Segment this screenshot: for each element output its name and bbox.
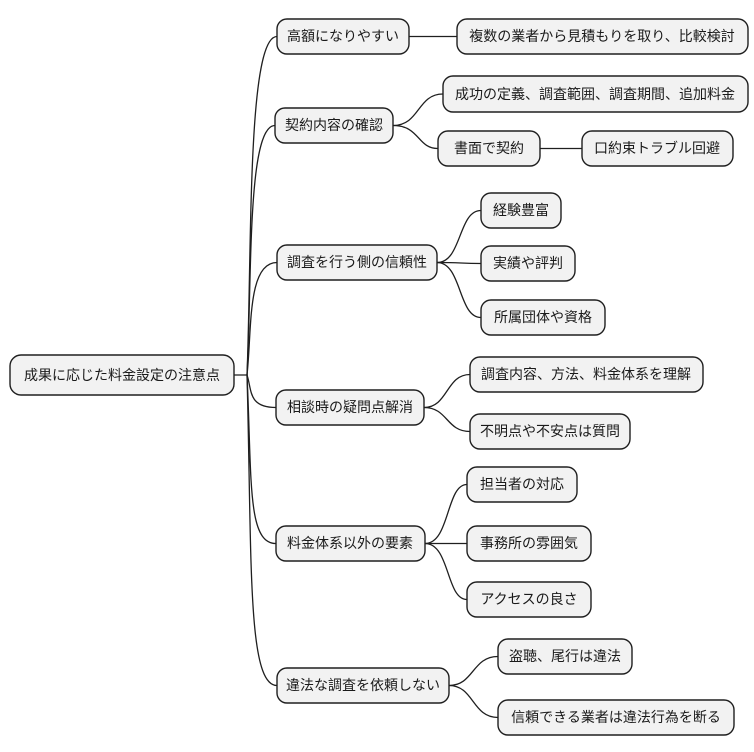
node-avoid-verbal-trouble[interactable]: 口約束トラブル回避	[581, 130, 734, 167]
connector-branch4-child0	[424, 483, 468, 545]
node-branch-reliability[interactable]: 調査を行う側の信頼性	[276, 244, 438, 281]
node-branch-other-factors-label: 料金体系以外の要素	[287, 535, 413, 551]
node-wiretap-illegal-label: 盗聴、尾行は違法	[509, 648, 621, 664]
node-understand-fees-label: 調査内容、方法、料金体系を理解	[481, 366, 691, 382]
connector-root-to-branch-5	[246, 374, 278, 687]
node-branch-reliability-label: 調査を行う側の信頼性	[287, 254, 427, 270]
node-branch-other-factors-box[interactable]	[275, 525, 426, 562]
node-contract-terms-box[interactable]	[442, 75, 749, 113]
node-accessibility-label: アクセスの良さ	[480, 591, 577, 607]
node-branch-no-illegal[interactable]: 違法な調査を依頼しない	[276, 667, 450, 704]
node-branch-consultation-label: 相談時の疑問点解消	[287, 399, 413, 415]
connector-root-to-branch-2	[246, 261, 278, 376]
node-branch-expensive-label: 高額になりやすい	[287, 28, 399, 44]
node-experience-box[interactable]	[480, 192, 562, 229]
node-affiliations-label: 所属団体や資格	[494, 309, 592, 325]
node-track-record-label: 実績や評判	[493, 255, 563, 271]
node-branch-other-factors[interactable]: 料金体系以外の要素	[275, 525, 426, 562]
connector-branch4-child2	[424, 542, 468, 601]
node-branch-reliability-box[interactable]	[276, 244, 438, 281]
node-contract-terms[interactable]: 成功の定義、調査範囲、調査期間、追加料金	[442, 75, 749, 113]
connector-branch5-child0	[448, 655, 499, 687]
connector-root-to-branch-4	[246, 374, 277, 545]
node-staff-response-box[interactable]	[466, 466, 578, 503]
node-compare-quotes[interactable]: 複数の業者から見積もりを取り、比較検討	[456, 18, 749, 55]
node-understand-fees-box[interactable]	[469, 356, 704, 393]
node-branch-contract-box[interactable]	[274, 107, 394, 144]
node-office-atmosphere-label: 事務所の雰囲気	[480, 535, 578, 551]
node-written-contract[interactable]: 書面で契約	[437, 130, 541, 167]
connector-branch1-child0	[392, 93, 444, 127]
node-root-box[interactable]	[9, 354, 235, 396]
node-avoid-verbal-trouble-box[interactable]	[581, 130, 734, 167]
node-contract-terms-label: 成功の定義、調査範囲、調査期間、追加料金	[455, 86, 735, 102]
node-ask-questions-label: 不明点や不安点は質問	[480, 423, 620, 439]
node-trusted-refuses-label: 信頼できる業者は違法行為を断る	[511, 709, 721, 725]
connector-layer	[233, 35, 583, 719]
node-trusted-refuses-box[interactable]	[497, 699, 735, 736]
node-branch-no-illegal-box[interactable]	[276, 667, 450, 704]
node-written-contract-label: 書面で契約	[454, 140, 524, 156]
connector-branch5-child1	[448, 684, 499, 719]
node-wiretap-illegal-box[interactable]	[497, 638, 633, 675]
node-written-contract-box[interactable]	[437, 130, 541, 167]
node-staff-response-label: 担当者の対応	[480, 476, 564, 492]
node-staff-response[interactable]: 担当者の対応	[466, 466, 578, 503]
connector-root-to-branch-1	[246, 124, 276, 376]
connector-root-to-branch-3	[246, 374, 277, 409]
node-track-record[interactable]: 実績や評判	[480, 245, 576, 282]
node-compare-quotes-box[interactable]	[456, 18, 749, 55]
node-affiliations[interactable]: 所属団体や資格	[480, 299, 606, 336]
node-track-record-box[interactable]	[480, 245, 576, 282]
connector-branch3-child0	[423, 373, 471, 409]
node-understand-fees[interactable]: 調査内容、方法、料金体系を理解	[469, 356, 704, 393]
node-branch-expensive[interactable]: 高額になりやすい	[276, 18, 410, 55]
connector-branch2-child1	[436, 261, 482, 265]
node-trusted-refuses[interactable]: 信頼できる業者は違法行為を断る	[497, 699, 735, 736]
connector-root-to-branch-0	[246, 35, 278, 376]
node-branch-contract-label: 契約内容の確認	[285, 117, 383, 133]
connector-branch2-child0	[436, 209, 482, 264]
node-ask-questions-box[interactable]	[469, 413, 631, 450]
node-experience-label: 経験豊富	[493, 202, 549, 218]
node-accessibility[interactable]: アクセスの良さ	[466, 581, 592, 618]
node-office-atmosphere[interactable]: 事務所の雰囲気	[466, 525, 592, 562]
node-root-label: 成果に応じた料金設定の注意点	[24, 367, 220, 383]
node-accessibility-box[interactable]	[466, 581, 592, 618]
connector-branch3-child1	[423, 406, 471, 433]
node-compare-quotes-label: 複数の業者から見積もりを取り、比較検討	[469, 28, 734, 44]
node-branch-consultation-box[interactable]	[275, 389, 425, 426]
node-branch-contract[interactable]: 契約内容の確認	[274, 107, 394, 144]
connector-branch1-child1	[392, 124, 439, 150]
node-wiretap-illegal[interactable]: 盗聴、尾行は違法	[497, 638, 633, 675]
node-avoid-verbal-trouble-label: 口約束トラブル回避	[594, 140, 720, 156]
node-affiliations-box[interactable]	[480, 299, 606, 336]
connector-branch2-child2	[436, 261, 482, 319]
node-branch-consultation[interactable]: 相談時の疑問点解消	[275, 389, 425, 426]
node-ask-questions[interactable]: 不明点や不安点は質問	[469, 413, 631, 450]
node-root[interactable]: 成果に応じた料金設定の注意点	[9, 354, 235, 396]
node-branch-no-illegal-label: 違法な調査を依頼しない	[286, 677, 440, 693]
node-experience[interactable]: 経験豊富	[480, 192, 562, 229]
node-office-atmosphere-box[interactable]	[466, 525, 592, 562]
node-branch-expensive-box[interactable]	[276, 18, 410, 55]
